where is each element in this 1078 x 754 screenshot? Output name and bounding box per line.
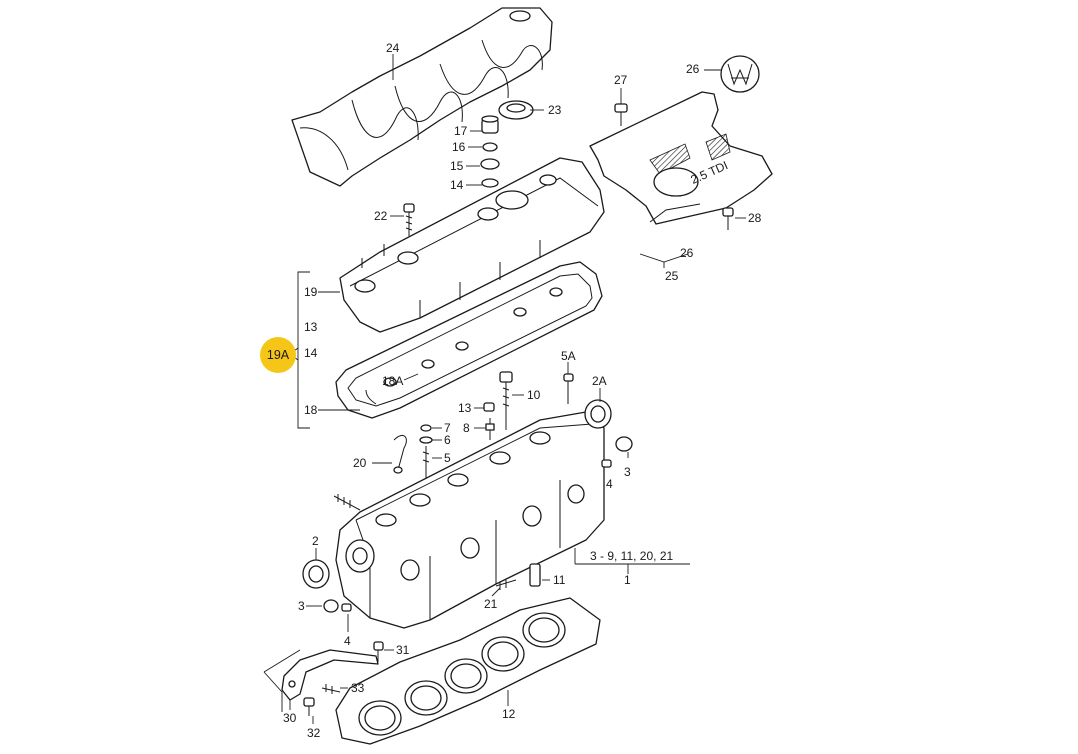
label-13-left: 13 <box>304 320 318 334</box>
label-3-left: 3 <box>298 599 305 613</box>
label-26-top: 26 <box>686 62 700 76</box>
bracket-30 <box>281 649 379 701</box>
stud-8 <box>485 418 495 440</box>
bolt-33 <box>321 684 341 694</box>
label-10: 10 <box>527 388 541 402</box>
washer-nut-7-6 <box>419 424 433 444</box>
label-8: 8 <box>463 421 470 435</box>
label-7: 7 <box>444 421 451 435</box>
label-14-top: 14 <box>450 178 464 192</box>
label-18: 18 <box>304 403 318 417</box>
plug-3-right <box>615 436 633 452</box>
label-31: 31 <box>396 643 410 657</box>
label-16: 16 <box>452 140 466 154</box>
label-32: 32 <box>307 726 321 740</box>
label-1: 1 <box>624 573 631 587</box>
label-19: 19 <box>304 285 318 299</box>
label-17: 17 <box>454 124 468 138</box>
bolt-27 <box>614 103 628 126</box>
label-20: 20 <box>353 456 367 470</box>
bolt-32 <box>303 697 315 716</box>
label-6: 6 <box>444 433 451 447</box>
head-gasket <box>335 597 601 745</box>
decorative-engine-cover <box>589 55 773 225</box>
label-26-bottom: 26 <box>680 246 694 260</box>
grommet <box>498 100 534 120</box>
label-5A: 5A <box>561 349 576 363</box>
part-labels: 24 23 17 16 15 14 22 27 26 28 26 25 19 1… <box>283 41 762 740</box>
seal-2A <box>584 399 612 429</box>
callout-marker[interactable] <box>260 337 296 373</box>
cylinder-head <box>335 411 605 629</box>
label-21: 21 <box>484 597 498 611</box>
cover-gasket <box>335 261 603 419</box>
label-2: 2 <box>312 534 319 548</box>
label-22: 22 <box>374 209 388 223</box>
callout-label: 19A <box>267 348 290 362</box>
label-33: 33 <box>351 681 365 695</box>
label-14-left: 14 <box>304 346 318 360</box>
pipe-20 <box>393 435 407 474</box>
bolt-31 <box>373 641 384 662</box>
label-15: 15 <box>450 159 464 173</box>
label-4-left: 4 <box>344 634 351 648</box>
seal-2 <box>302 559 330 589</box>
label-11: 11 <box>553 573 566 587</box>
stud-5 <box>422 446 430 478</box>
label-group-range: 3 - 9, 11, 20, 21 <box>590 549 673 563</box>
bolt-28 <box>722 207 734 230</box>
label-27: 27 <box>614 73 628 87</box>
label-5: 5 <box>444 451 451 465</box>
callout-19A[interactable]: 19A <box>260 337 296 373</box>
stud-21 <box>495 579 517 590</box>
plug-3-left <box>323 599 339 613</box>
stud-head <box>333 494 361 511</box>
bolt-4-right <box>601 459 612 468</box>
label-30: 30 <box>283 711 297 725</box>
label-13: 13 <box>458 401 472 415</box>
label-18A: 18A <box>382 374 403 388</box>
cylinder-head-cover <box>339 157 605 333</box>
label-3-right: 3 <box>624 465 631 479</box>
label-12: 12 <box>502 707 516 721</box>
cap-stack <box>480 115 500 188</box>
label-2A: 2A <box>592 374 607 388</box>
sleeve-11 <box>529 563 541 587</box>
label-4-right: 4 <box>606 477 613 491</box>
bolt-5A <box>563 373 574 404</box>
upper-engine-cover <box>291 7 553 187</box>
label-24: 24 <box>386 41 400 55</box>
bolt-22 <box>403 203 415 236</box>
leader-lines <box>263 54 746 724</box>
label-23: 23 <box>548 103 562 117</box>
label-25: 25 <box>665 269 679 283</box>
bolt-10 <box>499 371 513 430</box>
label-28: 28 <box>748 211 762 225</box>
bolt-4-left <box>341 603 352 612</box>
nut-13 <box>483 402 495 412</box>
